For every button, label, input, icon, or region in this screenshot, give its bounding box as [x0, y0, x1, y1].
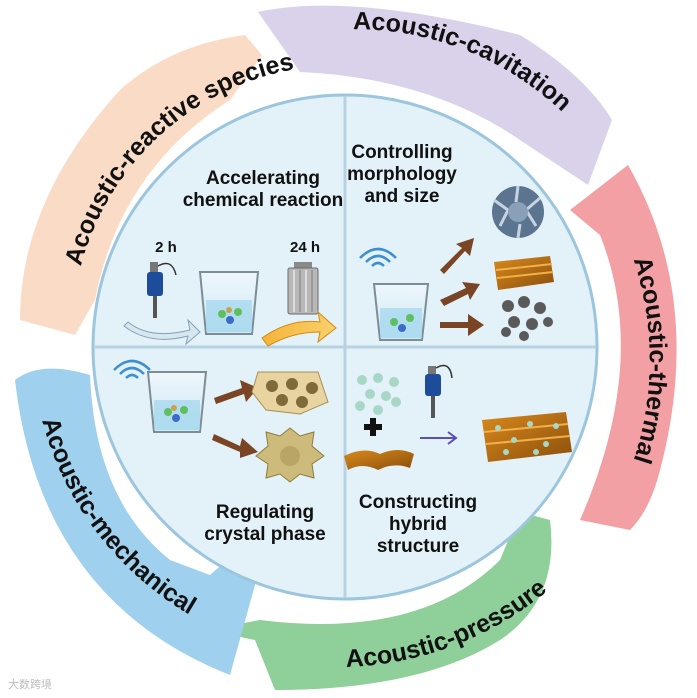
- beaker-icon: [198, 271, 260, 335]
- arrow-icon: [212, 380, 258, 458]
- quadrant-title-top-left: Accelerating chemical reaction: [168, 168, 358, 212]
- nanoparticle-icon: [355, 373, 401, 415]
- autoclave-icon: [287, 262, 319, 315]
- arrow-icon: [440, 238, 484, 336]
- plus-icon: [364, 418, 382, 436]
- beaker-icon: [146, 371, 208, 433]
- ring-segment-mechanical: [15, 368, 255, 675]
- title-line: Regulating: [215, 502, 315, 523]
- ring-segment-thermal: [570, 165, 677, 530]
- title-line: Accelerating: [205, 168, 321, 189]
- title-line: crystal phase: [204, 524, 326, 545]
- beaker-icon: [372, 283, 430, 341]
- nanoflower-icon: [492, 185, 544, 239]
- quadrant-title-bottom-left: Regulating crystal phase: [200, 502, 330, 546]
- nanosheet-icon: [494, 256, 554, 290]
- arrow-icon: [420, 431, 458, 445]
- title-line: Constructing: [358, 492, 478, 513]
- spiky-crystal-icon: [255, 427, 325, 483]
- time-label-short: 2 h: [155, 239, 177, 256]
- title-line: structure: [376, 536, 460, 557]
- framework-crystal-icon: [251, 371, 329, 415]
- sonicator-icon: [425, 364, 453, 418]
- sound-wave-icon: [359, 247, 397, 267]
- title-line: hybrid: [388, 514, 448, 535]
- title-line: morphology: [347, 164, 457, 185]
- nanoparticle-icon: [501, 296, 553, 341]
- sonicator-icon: [147, 262, 177, 318]
- nanosheet-icon: [344, 450, 414, 470]
- ring-segment-reactive: [20, 35, 262, 335]
- sound-wave-icon: [113, 359, 151, 379]
- ring-segment-pressure: [228, 512, 552, 690]
- watermark: 大数跨境: [8, 678, 52, 691]
- time-label-long: 24 h: [290, 239, 320, 256]
- title-line: Controlling: [351, 142, 453, 163]
- arrow-icon: [261, 310, 337, 347]
- title-line: chemical reaction: [182, 190, 344, 211]
- arrow-icon: [123, 318, 201, 346]
- title-line: and size: [364, 186, 440, 207]
- hybrid-composite-icon: [482, 412, 572, 462]
- ring-segment-cavitation: [258, 5, 612, 186]
- quadrant-title-top-right: Controlling morphology and size: [342, 142, 462, 208]
- quadrant-title-bottom-right: Constructing hybrid structure: [348, 492, 488, 558]
